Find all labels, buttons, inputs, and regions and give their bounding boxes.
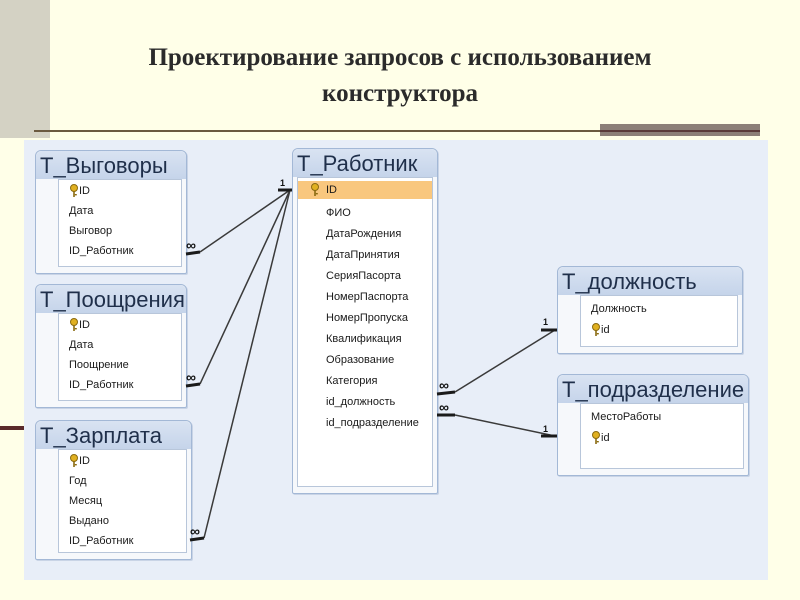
table-zarplata[interactable]: Т_Зарплата ID Год Месяц Выдано ID_Работн…	[35, 420, 192, 560]
key-icon	[70, 454, 78, 467]
table-dolzhnost-field[interactable]: Должность	[591, 303, 647, 315]
table-rabotnik-field[interactable]: НомерПаспорта	[326, 291, 409, 303]
table-pooshchreniya[interactable]: Т_Поощрения ID Дата Поощрение ID_Работни…	[35, 284, 187, 408]
key-icon	[592, 323, 600, 336]
table-dolzhnost-fields: Должность id	[580, 295, 738, 347]
table-pooshchreniya-title[interactable]: Т_Поощрения	[36, 285, 186, 313]
table-dolzhnost-field-id[interactable]: id	[591, 321, 610, 339]
slide-title: Проектирование запросов с использованием…	[70, 40, 730, 112]
table-podrazdelenie-fields: МестоРаботы id	[580, 403, 744, 469]
table-rabotnik-field[interactable]: ФИО	[326, 207, 351, 219]
table-rabotnik-field[interactable]: Квалификация	[326, 333, 402, 345]
table-zarplata-field[interactable]: Год	[69, 475, 87, 487]
title-line-2: конструктора	[322, 80, 478, 107]
table-rabotnik-title[interactable]: Т_Работник	[293, 149, 437, 177]
table-vygovory[interactable]: Т_Выговоры ID Дата Выговор ID_Работник	[35, 150, 187, 274]
table-rabotnik-field[interactable]: Категория	[326, 375, 378, 387]
table-podrazdelenie-field-id[interactable]: id	[591, 429, 610, 447]
field-label: ID	[79, 185, 90, 197]
table-zarplata-title[interactable]: Т_Зарплата	[36, 421, 191, 449]
table-podrazdelenie-field[interactable]: МестоРаботы	[591, 411, 662, 423]
table-dolzhnost[interactable]: Т_должность Должность id	[557, 266, 743, 354]
table-vygovory-field[interactable]: Дата	[69, 205, 94, 217]
table-rabotnik-field[interactable]: ДатаРождения	[326, 228, 402, 240]
table-zarplata-field[interactable]: Месяц	[69, 495, 103, 507]
table-vygovory-fields: ID Дата Выговор ID_Работник	[58, 179, 182, 267]
field-label: ID	[79, 319, 90, 331]
key-icon	[592, 431, 600, 444]
key-icon	[70, 318, 78, 331]
field-label: ID	[326, 184, 337, 196]
field-label: ID	[79, 455, 90, 467]
table-vygovory-field[interactable]: ID_Работник	[69, 245, 134, 257]
table-rabotnik-field[interactable]: id_должность	[326, 396, 396, 408]
table-zarplata-fields: ID Год Месяц Выдано ID_Работник	[58, 449, 187, 553]
table-dolzhnost-title[interactable]: Т_должность	[558, 267, 742, 295]
table-vygovory-field-id[interactable]: ID	[69, 182, 90, 200]
table-rabotnik-field[interactable]: id_подразделение	[326, 417, 419, 429]
table-rabotnik-field[interactable]: Образование	[326, 354, 395, 366]
table-pooshchreniya-field-id[interactable]: ID	[69, 316, 90, 334]
table-pooshchreniya-field[interactable]: Дата	[69, 339, 94, 351]
key-icon	[311, 183, 319, 196]
table-zarplata-field[interactable]: ID_Работник	[69, 535, 134, 547]
table-rabotnik[interactable]: Т_Работник ID ФИО ДатаРождения ДатаПриня…	[292, 148, 438, 494]
table-rabotnik-field[interactable]: СерияПасорта	[326, 270, 401, 282]
title-divider	[34, 130, 600, 132]
table-vygovory-field[interactable]: Выговор	[69, 225, 113, 237]
left-stripe-accent	[0, 426, 24, 430]
table-zarplata-field[interactable]: Выдано	[69, 515, 109, 527]
table-rabotnik-field[interactable]: ДатаПринятия	[326, 249, 400, 261]
table-podrazdelenie-title[interactable]: Т_подразделение	[558, 375, 748, 403]
table-rabotnik-field[interactable]: НомерПропуска	[326, 312, 409, 324]
table-pooshchreniya-field[interactable]: ID_Работник	[69, 379, 134, 391]
field-label: id	[601, 324, 610, 336]
table-podrazdelenie[interactable]: Т_подразделение МестоРаботы id	[557, 374, 749, 476]
table-pooshchreniya-fields: ID Дата Поощрение ID_Работник	[58, 313, 182, 401]
key-icon	[70, 184, 78, 197]
left-stripe	[0, 0, 50, 138]
title-divider-accent-line	[600, 130, 760, 132]
table-rabotnik-fields: ID ФИО ДатаРождения ДатаПринятия СерияПа…	[297, 177, 433, 487]
table-vygovory-title[interactable]: Т_Выговоры	[36, 151, 186, 179]
table-rabotnik-field-id[interactable]: ID	[298, 181, 432, 199]
table-pooshchreniya-field[interactable]: Поощрение	[69, 359, 129, 371]
table-zarplata-field-id[interactable]: ID	[69, 452, 90, 470]
field-label: id	[601, 432, 610, 444]
title-line-1: Проектирование запросов с использованием	[148, 44, 652, 71]
